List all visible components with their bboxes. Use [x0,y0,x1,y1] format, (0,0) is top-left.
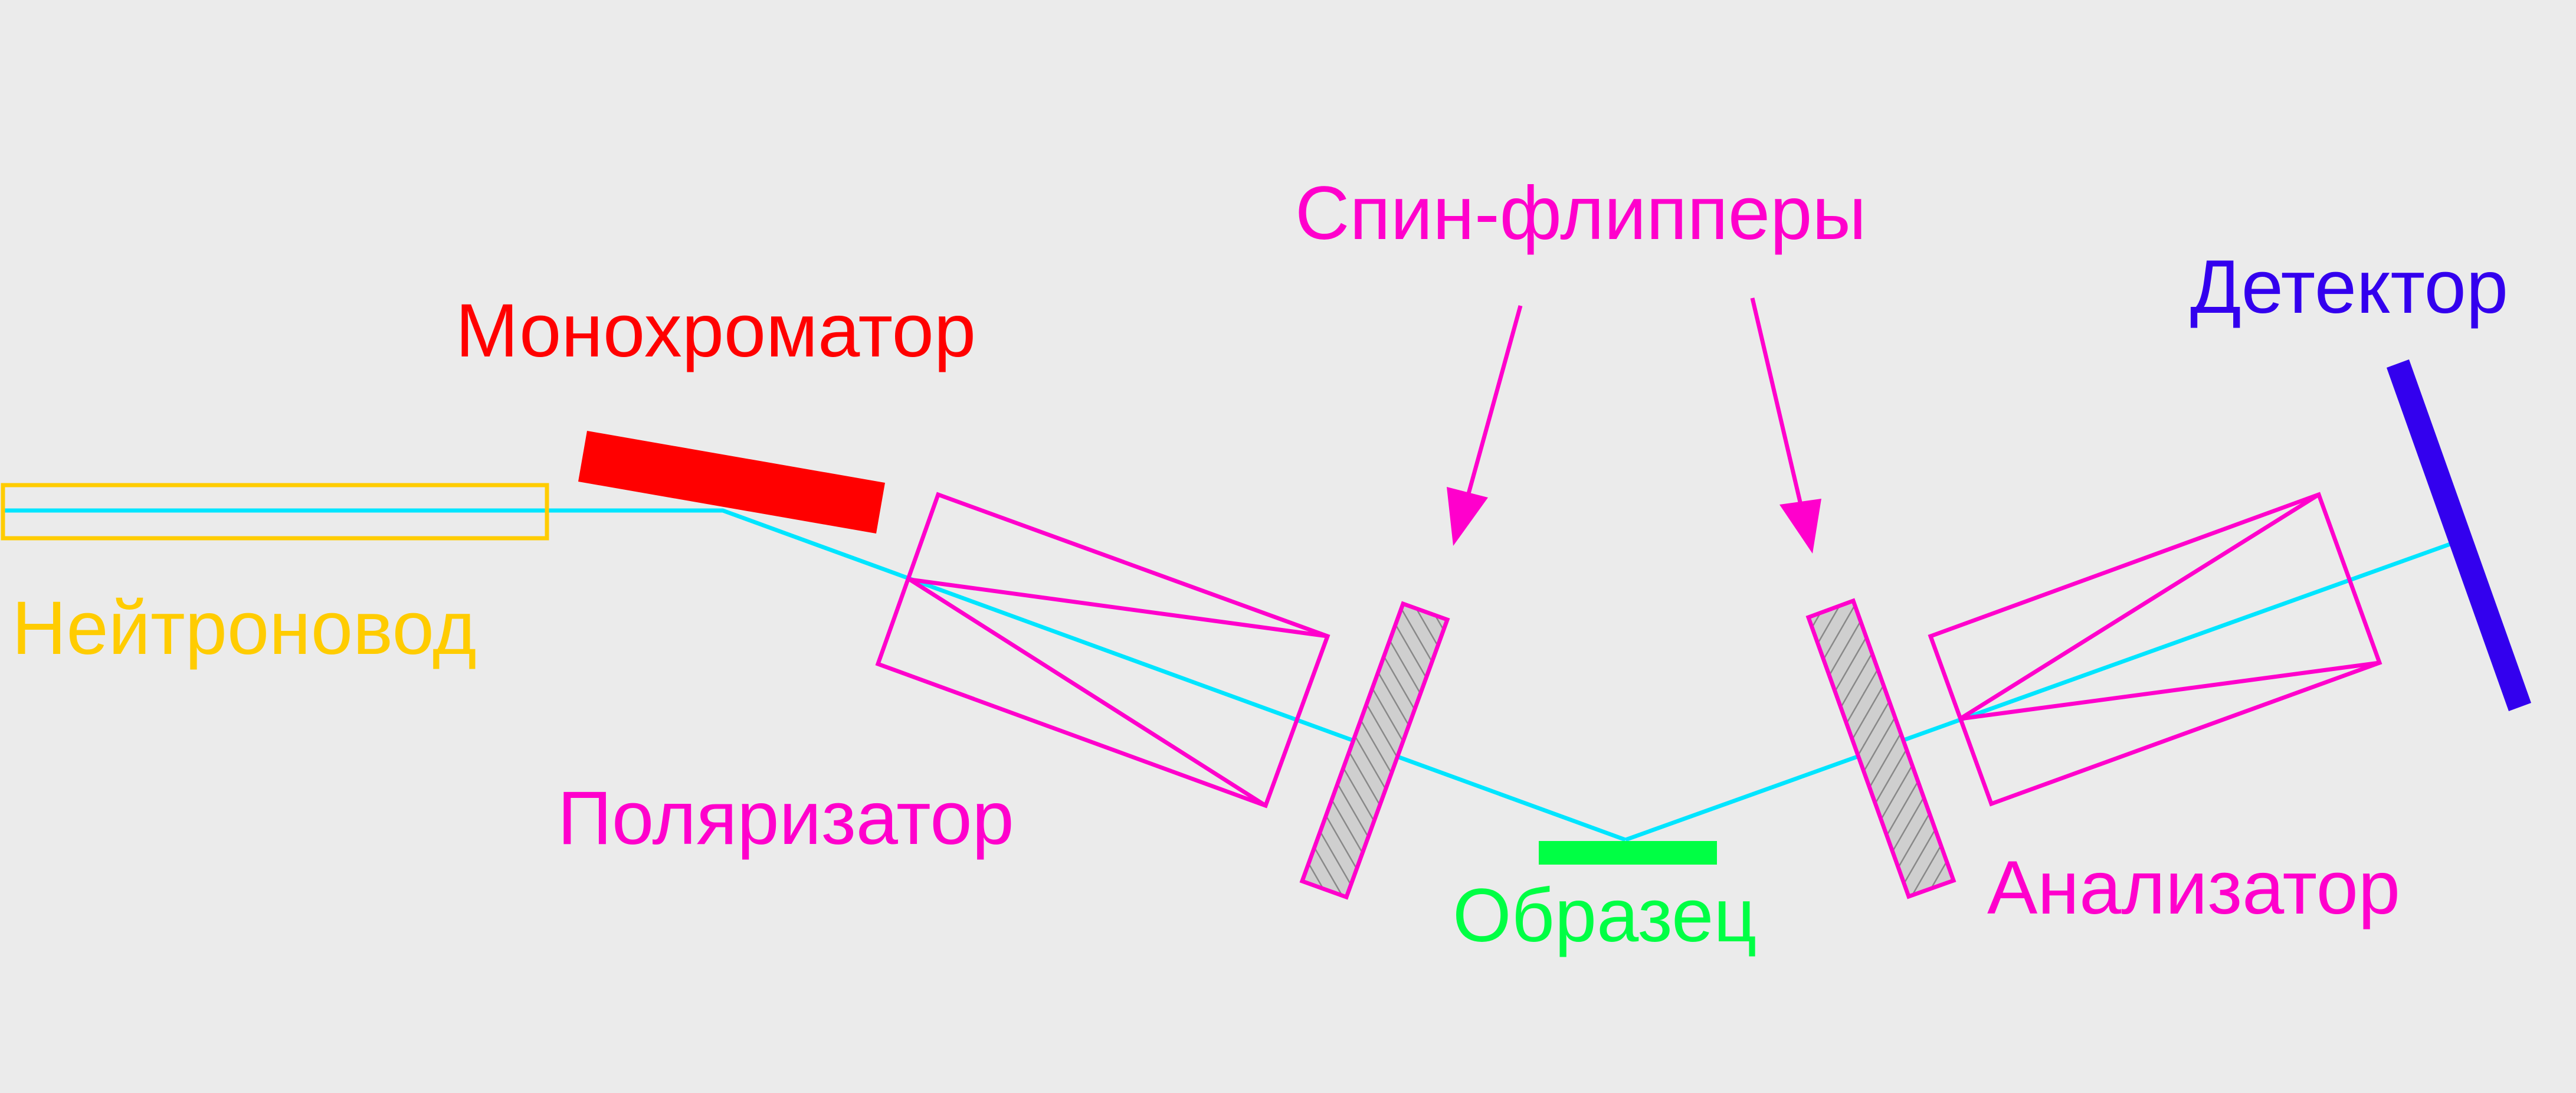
analyzer [1928,492,2382,807]
label-waveguide: Нейтроновод [12,586,477,670]
label-polarizer: Поляризатор [558,776,1014,860]
neutron-beam [3,508,2454,842]
label-sample: Образец [1453,873,1757,958]
analyzer-inner-mirror [1959,493,2380,721]
arrow-left-head [1447,487,1488,546]
spin-flipper-left [1299,601,1450,900]
spin-flipper-right [1805,598,1956,899]
beam-segment-incoming [3,508,1627,842]
sample [1539,841,1717,865]
arrow-right-shaft [1750,297,1803,505]
label-analyzer: Анализатор [1987,846,2400,930]
polarizer-inner-mirror [909,577,1328,807]
detector-plate [2387,359,2531,711]
label-spin-flippers: Спин-флипперы [1295,171,1866,256]
neutron-waveguide [1,483,549,541]
arrow-left-shaft [1466,305,1523,496]
label-detector: Детектор [2190,245,2508,329]
monochromator-crystal [578,431,885,534]
arrow-right-head [1779,499,1821,554]
spin-flipper-arrows [1447,297,1821,554]
beam-segment-reflected [1624,541,2454,842]
label-monochromator: Монохроматор [455,289,976,373]
polarizer [875,492,1330,809]
